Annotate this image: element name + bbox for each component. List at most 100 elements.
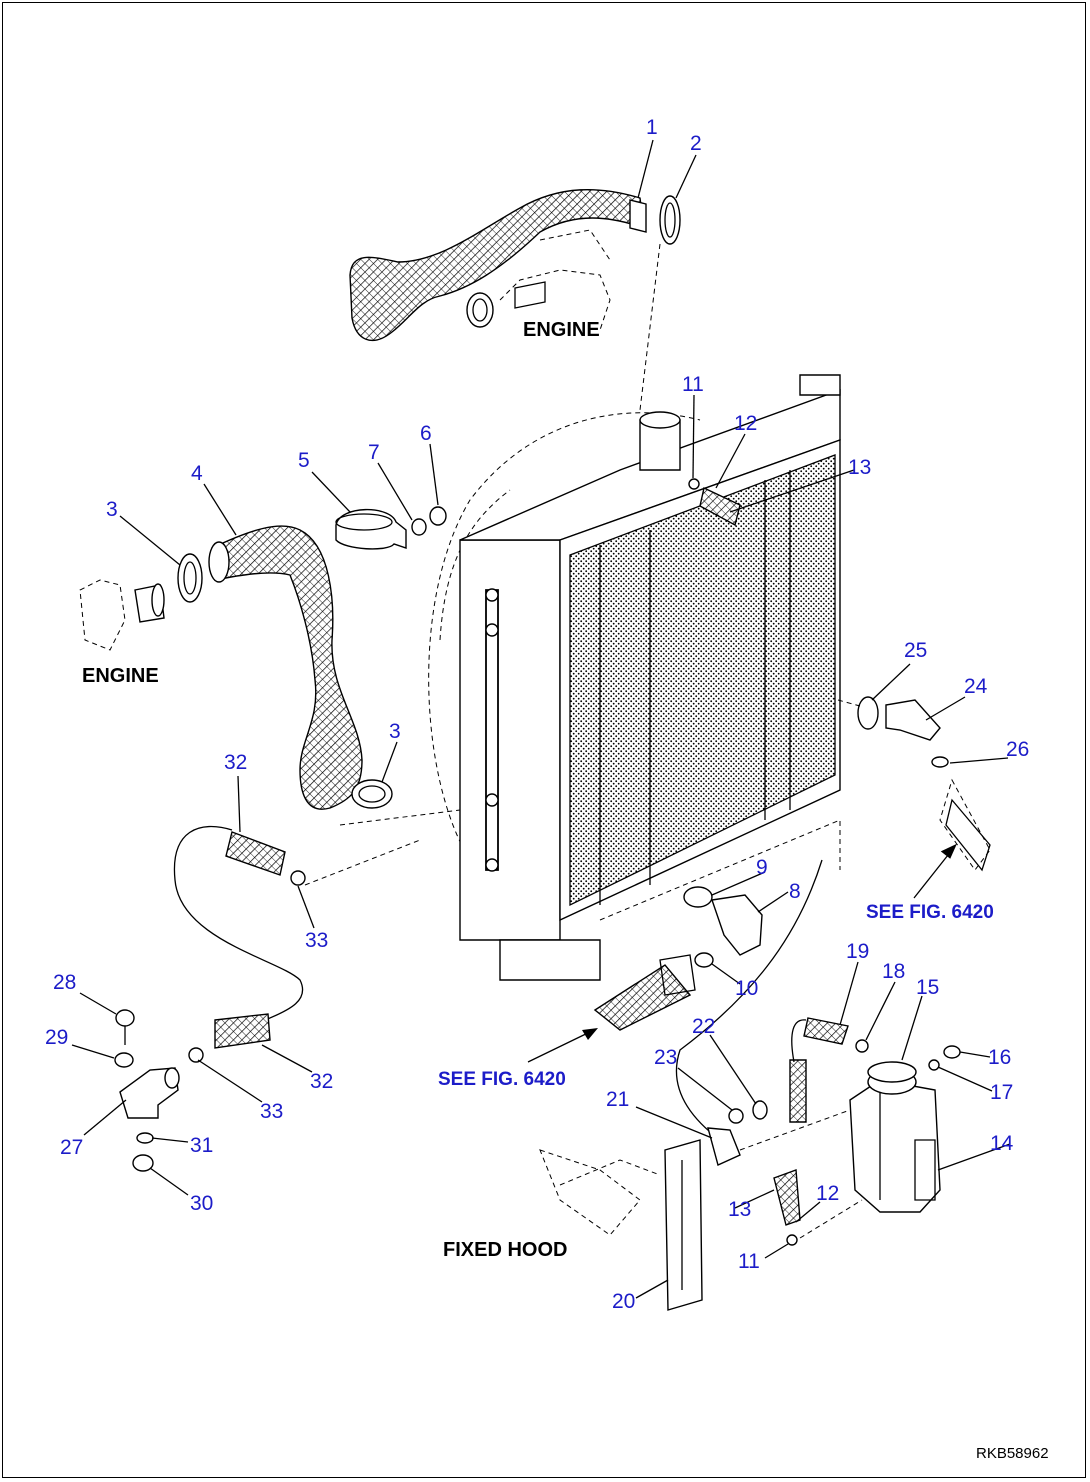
- clamp-33-upper: [290, 870, 306, 886]
- washer-23: [728, 1108, 744, 1124]
- washer-17: [928, 1059, 940, 1071]
- hose-to-6420: [593, 964, 692, 1031]
- callout-29: 29: [45, 1026, 68, 1049]
- bracket-plate-20: [664, 1139, 703, 1311]
- callout-16: 16: [988, 1046, 1011, 1069]
- lower-hose-assembly: [79, 506, 461, 826]
- callout-18: 18: [882, 960, 905, 983]
- callout-13a: 13: [848, 456, 871, 479]
- callout-5: 5: [298, 449, 310, 472]
- elbow-8: [711, 894, 763, 956]
- washer-31: [136, 1132, 154, 1144]
- engine-outlet-sketch: [466, 229, 611, 331]
- callout-11a: 11: [682, 373, 704, 396]
- lower-outlet-assembly: [593, 886, 763, 1031]
- callout-23: 23: [654, 1046, 677, 1069]
- callout-1: 1: [646, 116, 658, 139]
- bolt-16: [943, 1045, 961, 1059]
- callout-numbers: 1 2 3 3 4 5 6 7 8 9 10 11 11 12 12 13 13…: [45, 116, 1029, 1313]
- lower-radiator-hose: [211, 525, 363, 810]
- callout-17: 17: [990, 1081, 1013, 1104]
- callout-30: 30: [190, 1192, 213, 1215]
- overflow-tube: [675, 859, 823, 1141]
- fixed-hood-sketch: [539, 1149, 641, 1236]
- drain-hose-32-lower: [214, 1013, 271, 1049]
- cap-30: [132, 1154, 154, 1172]
- callout-12b: 12: [816, 1182, 839, 1205]
- fixed-hood-label: FIXED HOOD: [443, 1239, 567, 1261]
- coolant-reservoir-14: [849, 1079, 941, 1213]
- o-ring-10: [694, 952, 714, 968]
- callout-26: 26: [1006, 738, 1029, 761]
- radiator-side-frame: [459, 539, 561, 941]
- callout-21: 21: [606, 1088, 629, 1111]
- callout-31: 31: [190, 1134, 213, 1157]
- upper-hose-assembly: [349, 188, 681, 411]
- callout-13b: 13: [728, 1198, 751, 1221]
- callout-7: 7: [368, 441, 380, 464]
- drain-assembly: [114, 825, 421, 1172]
- hose-19: [803, 1017, 849, 1045]
- bolt-28: [115, 1009, 135, 1027]
- hose-clamp-2: [659, 195, 681, 245]
- callout-6: 6: [420, 422, 432, 445]
- callout-15: 15: [916, 976, 939, 999]
- hose-clamp-3-left: [177, 553, 203, 603]
- o-ring-9: [683, 886, 713, 908]
- engine-label-left: ENGINE: [82, 665, 159, 687]
- drawing-code: RKB58962: [976, 1445, 1049, 1462]
- clip-21: [707, 1127, 741, 1166]
- bolt-22: [752, 1100, 768, 1120]
- callout-9: 9: [756, 856, 768, 879]
- callout-2: 2: [690, 132, 702, 155]
- callout-24: 24: [964, 675, 988, 698]
- text-labels: ENGINE ENGINE FIXED HOOD SEE FIG. 6420 S…: [82, 319, 1049, 1462]
- callout-33b: 33: [260, 1100, 283, 1123]
- callout-14: 14: [990, 1132, 1014, 1155]
- bolt-6: [429, 506, 447, 526]
- radiator-core: [569, 454, 836, 907]
- callout-12a: 12: [734, 412, 757, 435]
- washer-29: [114, 1052, 134, 1068]
- hose-clamp-engine: [466, 292, 494, 328]
- callout-8: 8: [789, 880, 801, 903]
- callout-28: 28: [53, 971, 76, 994]
- drain-tube: [173, 825, 304, 1021]
- drain-hose-32-upper: [225, 831, 286, 876]
- upper-hose-end: [629, 199, 647, 233]
- clamp-18: [855, 1039, 869, 1053]
- callout-3a: 3: [106, 498, 118, 521]
- callout-10: 10: [735, 977, 758, 1000]
- outlet-assembly: [837, 696, 991, 872]
- callout-33a: 33: [305, 929, 328, 952]
- clamp-33-lower: [188, 1047, 204, 1063]
- radiator-assembly: [428, 374, 841, 981]
- callout-32b: 32: [310, 1070, 333, 1093]
- washer-7: [411, 518, 427, 536]
- elbow-24: [885, 699, 941, 741]
- hose-clamp-3-bottom: [351, 779, 393, 809]
- callout-11b: 11: [738, 1250, 760, 1273]
- o-ring-26: [931, 756, 949, 768]
- callout-27: 27: [60, 1136, 83, 1159]
- callout-20: 20: [612, 1290, 635, 1313]
- bracket-assembly: [539, 1100, 851, 1311]
- overflow-hose-top: [699, 486, 741, 527]
- reservoir-assembly: [675, 859, 961, 1246]
- callout-3b: 3: [389, 720, 401, 743]
- leader-lines: [71, 139, 1011, 1299]
- hose-13-lower: [773, 1169, 801, 1226]
- callout-22: 22: [692, 1015, 715, 1038]
- callout-25: 25: [904, 639, 927, 662]
- callout-32a: 32: [224, 751, 247, 774]
- callout-4: 4: [191, 462, 203, 485]
- engine-label-top: ENGINE: [523, 319, 600, 341]
- radiator-base: [499, 939, 601, 981]
- callout-19: 19: [846, 940, 869, 963]
- upper-radiator-hose: [349, 188, 645, 342]
- see-fig-ref-bottom: SEE FIG. 6420: [438, 1069, 566, 1090]
- hose-lower: [789, 1059, 807, 1123]
- engine-inlet-sketch: [79, 579, 165, 651]
- clamp-11-lower: [786, 1234, 798, 1246]
